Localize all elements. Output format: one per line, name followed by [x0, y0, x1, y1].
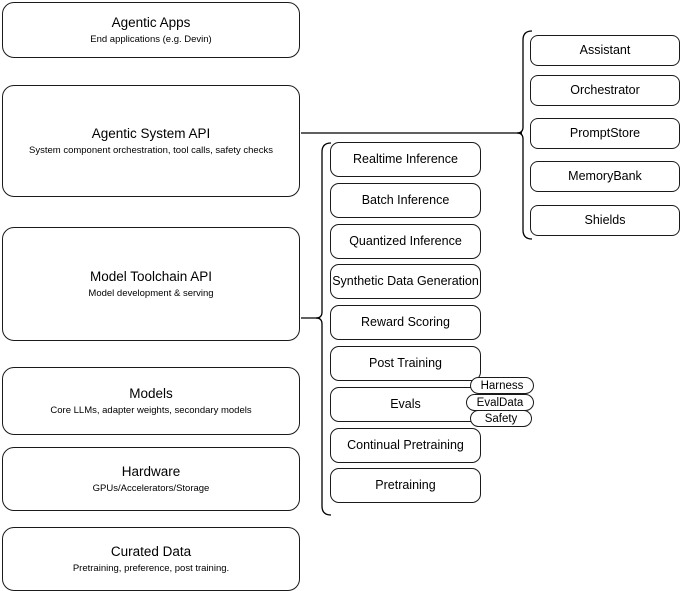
- layer-subtitle: Pretraining, preference, post training.: [72, 562, 230, 574]
- evals-pill-evaldata[interactable]: EvalData: [466, 394, 534, 411]
- pill-label: Harness: [480, 379, 524, 392]
- system-component-promptstore[interactable]: PromptStore: [530, 118, 680, 149]
- component-label: Synthetic Data Generation: [332, 274, 479, 288]
- system-component-shields[interactable]: Shields: [530, 205, 680, 236]
- system-component-label: Shields: [584, 213, 626, 227]
- component-realtime-inference[interactable]: Realtime Inference: [330, 142, 481, 177]
- layer-title: Model Toolchain API: [89, 268, 213, 284]
- layer-curated-data[interactable]: Curated Data Pretraining, preference, po…: [2, 527, 300, 591]
- component-post-training[interactable]: Post Training: [330, 346, 481, 381]
- pill-label: EvalData: [476, 396, 524, 409]
- system-component-label: Assistant: [579, 43, 631, 57]
- layer-subtitle: Model development & serving: [88, 287, 214, 299]
- component-label: Batch Inference: [361, 193, 450, 207]
- layer-agentic-apps[interactable]: Agentic Apps End applications (e.g. Devi…: [2, 2, 300, 58]
- layer-subtitle: End applications (e.g. Devin): [90, 33, 212, 45]
- layer-title: Agentic System API: [91, 125, 211, 141]
- layer-hardware[interactable]: Hardware GPUs/Accelerators/Storage: [2, 447, 300, 511]
- evals-pill-safety[interactable]: Safety: [470, 410, 532, 427]
- evals-pill-harness[interactable]: Harness: [470, 377, 534, 394]
- component-label: Quantized Inference: [349, 234, 462, 248]
- component-label: Post Training: [369, 356, 442, 370]
- layer-agentic-system-api[interactable]: Agentic System API System component orch…: [2, 85, 300, 197]
- system-component-memorybank[interactable]: MemoryBank: [530, 161, 680, 192]
- layer-subtitle: System component orchestration, tool cal…: [29, 144, 273, 156]
- component-label: Evals: [390, 397, 421, 411]
- layer-title: Curated Data: [110, 543, 192, 559]
- component-label: Continual Pretraining: [347, 438, 464, 452]
- layer-title: Models: [129, 385, 173, 401]
- component-quantized-inference[interactable]: Quantized Inference: [330, 224, 481, 259]
- system-component-orchestrator[interactable]: Orchestrator: [530, 75, 680, 106]
- component-label: Reward Scoring: [361, 315, 450, 329]
- layer-subtitle: Core LLMs, adapter weights, secondary mo…: [50, 404, 252, 416]
- system-component-label: MemoryBank: [568, 169, 642, 183]
- layer-subtitle: GPUs/Accelerators/Storage: [92, 482, 210, 494]
- layer-title: Hardware: [121, 463, 181, 479]
- component-continual-pretraining[interactable]: Continual Pretraining: [330, 428, 481, 463]
- component-evals[interactable]: Evals: [330, 387, 481, 422]
- layer-model-toolchain-api[interactable]: Model Toolchain API Model development & …: [2, 227, 300, 341]
- bracket-toolchain-components: [315, 142, 332, 516]
- component-synthetic-data-generation[interactable]: Synthetic Data Generation: [330, 264, 481, 299]
- system-component-label: Orchestrator: [570, 83, 640, 97]
- component-batch-inference[interactable]: Batch Inference: [330, 183, 481, 218]
- layer-title: Agentic Apps: [111, 14, 191, 30]
- pill-label: Safety: [484, 412, 518, 425]
- component-label: Pretraining: [375, 478, 436, 492]
- component-pretraining[interactable]: Pretraining: [330, 468, 481, 503]
- component-label: Realtime Inference: [353, 152, 458, 166]
- layer-models[interactable]: Models Core LLMs, adapter weights, secon…: [2, 367, 300, 435]
- component-reward-scoring[interactable]: Reward Scoring: [330, 305, 481, 340]
- system-component-label: PromptStore: [569, 126, 641, 140]
- system-component-assistant[interactable]: Assistant: [530, 35, 680, 66]
